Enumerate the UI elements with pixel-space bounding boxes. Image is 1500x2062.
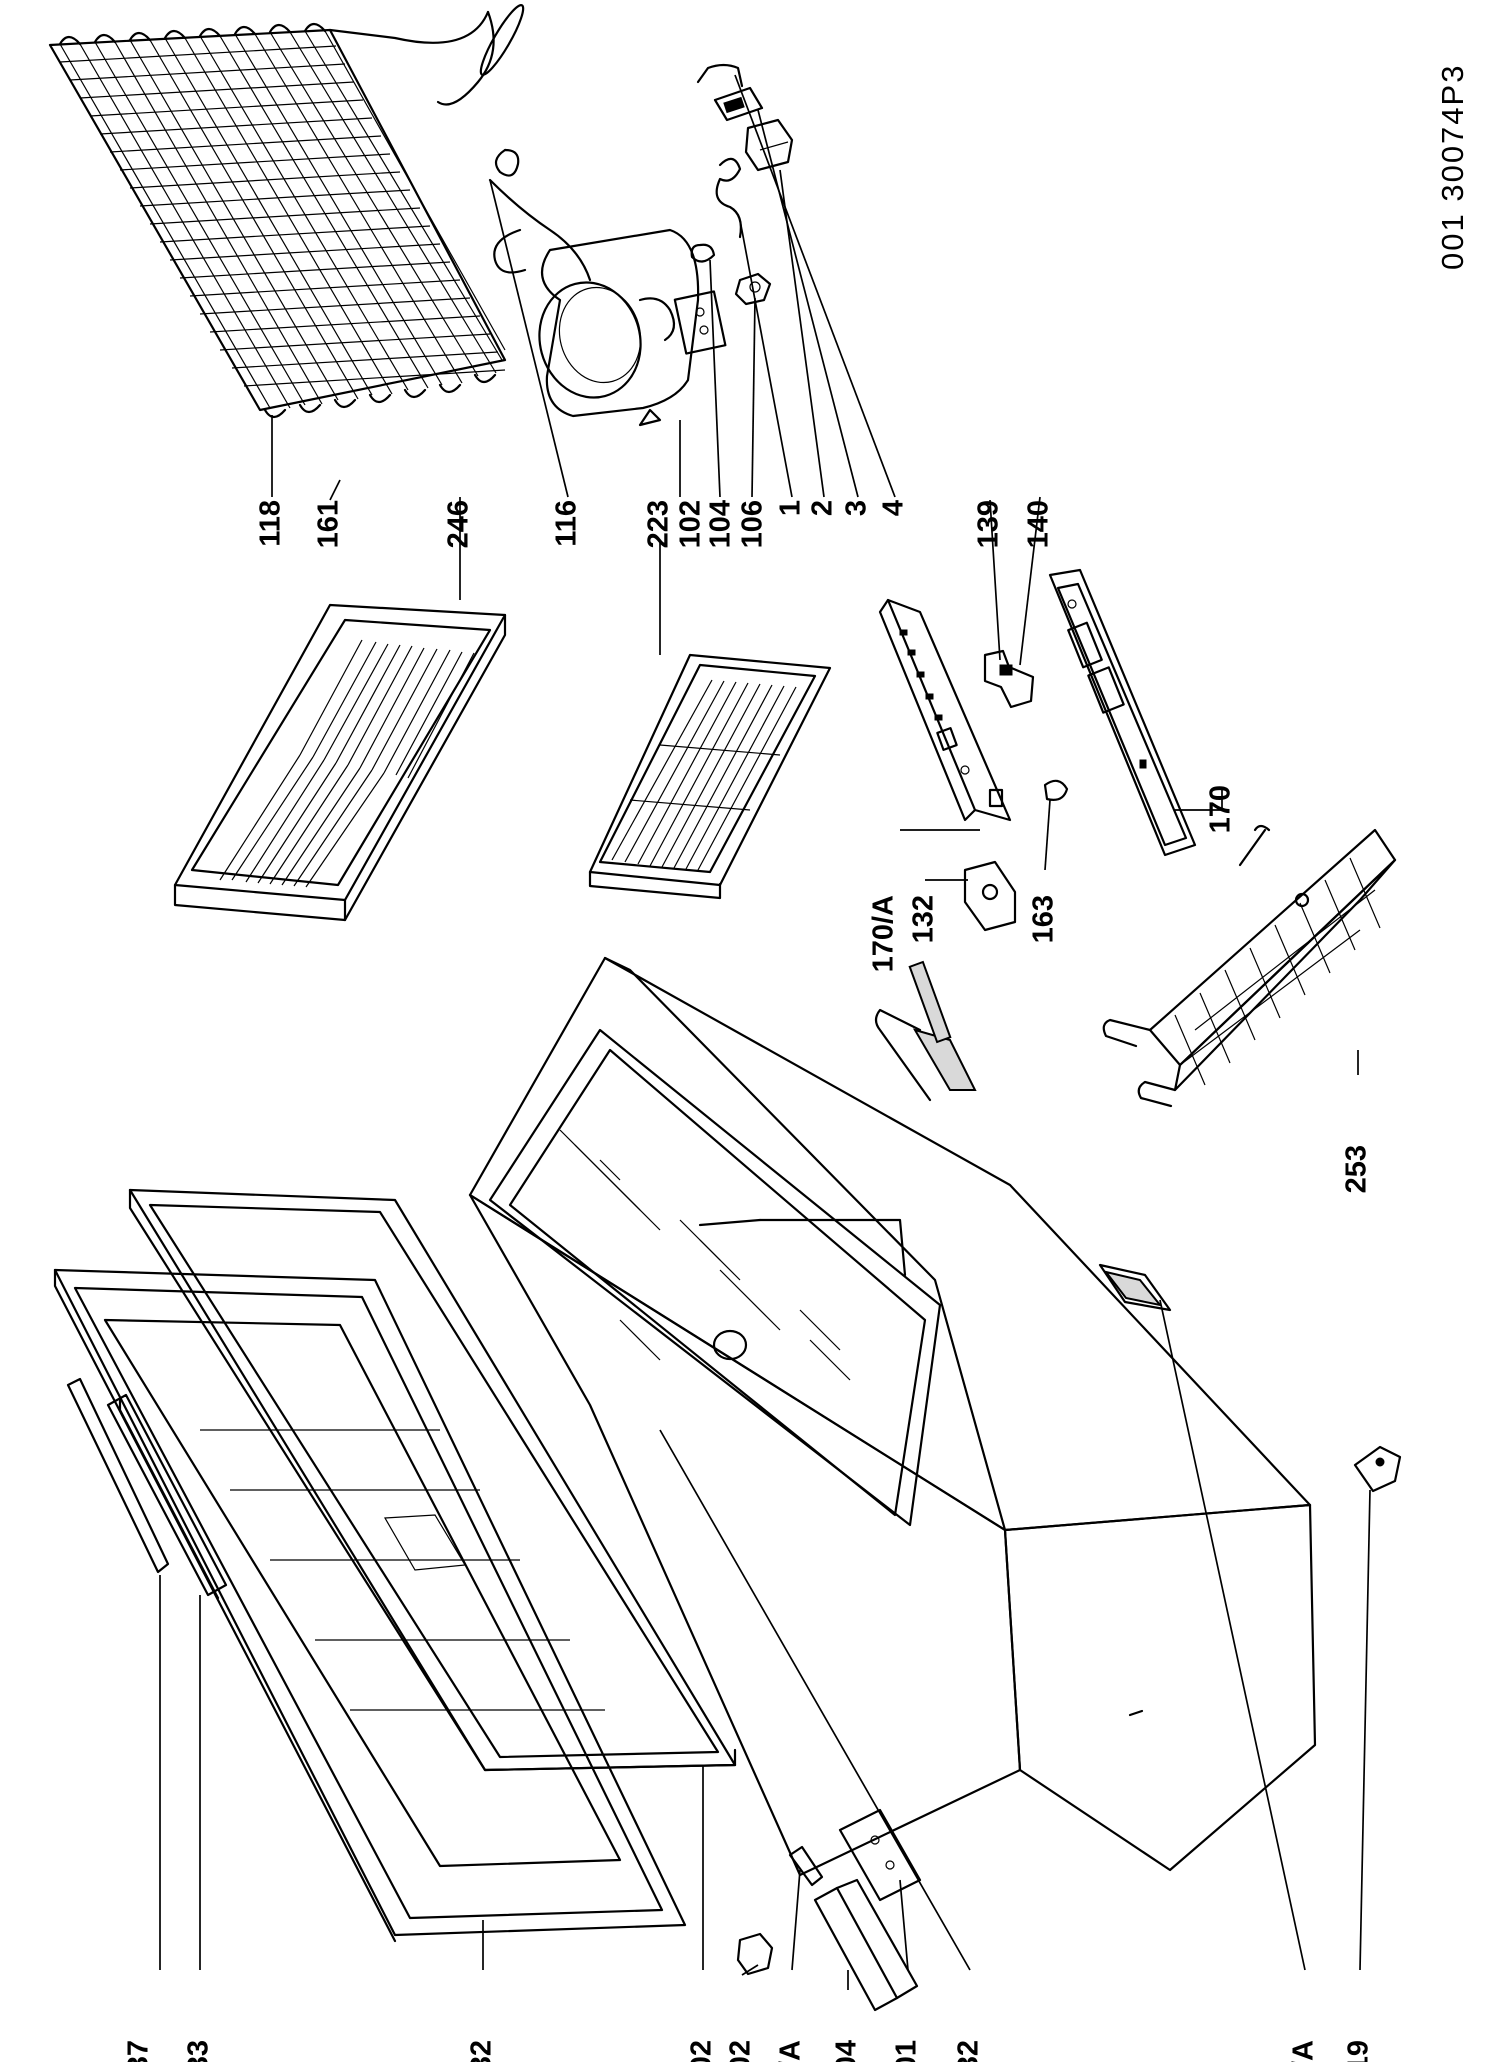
handle-337: [66, 1377, 170, 1574]
callout-246: 246: [443, 500, 475, 548]
callout-102: 102: [675, 500, 707, 548]
callout-204: 204: [831, 2040, 863, 2062]
callout-219: 219: [1343, 2040, 1375, 2062]
callout-4: 4: [878, 500, 910, 516]
callout-232: 232: [953, 2040, 985, 2062]
washer-106: [734, 272, 772, 306]
cover-4: [696, 63, 744, 88]
evaporator-cover-246: [173, 603, 507, 922]
condenser-coil: [48, 10, 507, 419]
callout-139: 139: [973, 500, 1005, 548]
wire-basket-253: [1102, 824, 1397, 1108]
compressor: [538, 228, 727, 427]
filter-drier-capillary: [436, 4, 592, 282]
starting-relay-2: [744, 118, 794, 172]
callout-118: 118: [255, 500, 287, 547]
lid-332: [53, 1268, 687, 1943]
callout-104: 104: [705, 500, 737, 548]
callout-2: 2: [807, 500, 839, 516]
callout-337: 337: [123, 2040, 155, 2062]
callout-106: 106: [737, 500, 769, 548]
thermostat-132: [963, 860, 1017, 932]
freezer-cabinet: [468, 956, 1317, 1877]
callout-253: 253: [1341, 1145, 1373, 1193]
callout-333: 333: [183, 2040, 215, 2062]
grille-223: [588, 653, 832, 900]
handle-recess-232a: [1098, 1263, 1172, 1312]
callout-302: 302: [686, 2040, 718, 2062]
hinge-202: [736, 1932, 774, 1976]
callout-232a: 232/A: [1288, 2040, 1320, 2062]
callout-223: 223: [643, 500, 675, 548]
foot-219: [1353, 1445, 1402, 1493]
callout-132: 132: [908, 895, 940, 943]
callout-116: 116: [551, 500, 583, 547]
bracket-139-140: [983, 649, 1035, 709]
hinge-slot: [908, 960, 952, 1044]
knob-163: [1043, 779, 1069, 801]
leader-lines: [159, 74, 1371, 1990]
hinge-cover-204: [813, 1878, 919, 2012]
callout-332: 332: [466, 2040, 498, 2062]
clip-1: [715, 157, 742, 239]
callout-202: 202: [725, 2040, 757, 2062]
callout-140: 140: [1023, 500, 1055, 548]
callout-163: 163: [1028, 895, 1060, 943]
overload-protector-3: [713, 86, 764, 122]
callout-161: 161: [313, 500, 345, 548]
lid-frame-302: [128, 1188, 737, 1772]
hinge-201: [838, 1808, 922, 1902]
callout-170a: 170/A: [868, 895, 900, 972]
callout-170: 170: [1205, 785, 1237, 833]
grommet-104: [690, 243, 716, 263]
drawing-reference: 001 30074P3: [1435, 64, 1470, 270]
callout-201: 201: [891, 2040, 923, 2062]
callout-1: 1: [775, 500, 807, 516]
handle-333: [106, 1393, 228, 1600]
callout-161a: 161/A: [775, 2040, 807, 2062]
control-plate-170a: [878, 598, 1012, 822]
callout-labels: 118 161 246 116 223 102 104 106 1 2 3 4 …: [123, 500, 1375, 2062]
callout-3: 3: [841, 500, 873, 516]
clip-161a: [788, 1845, 824, 1887]
control-panel-170: [1048, 568, 1197, 857]
